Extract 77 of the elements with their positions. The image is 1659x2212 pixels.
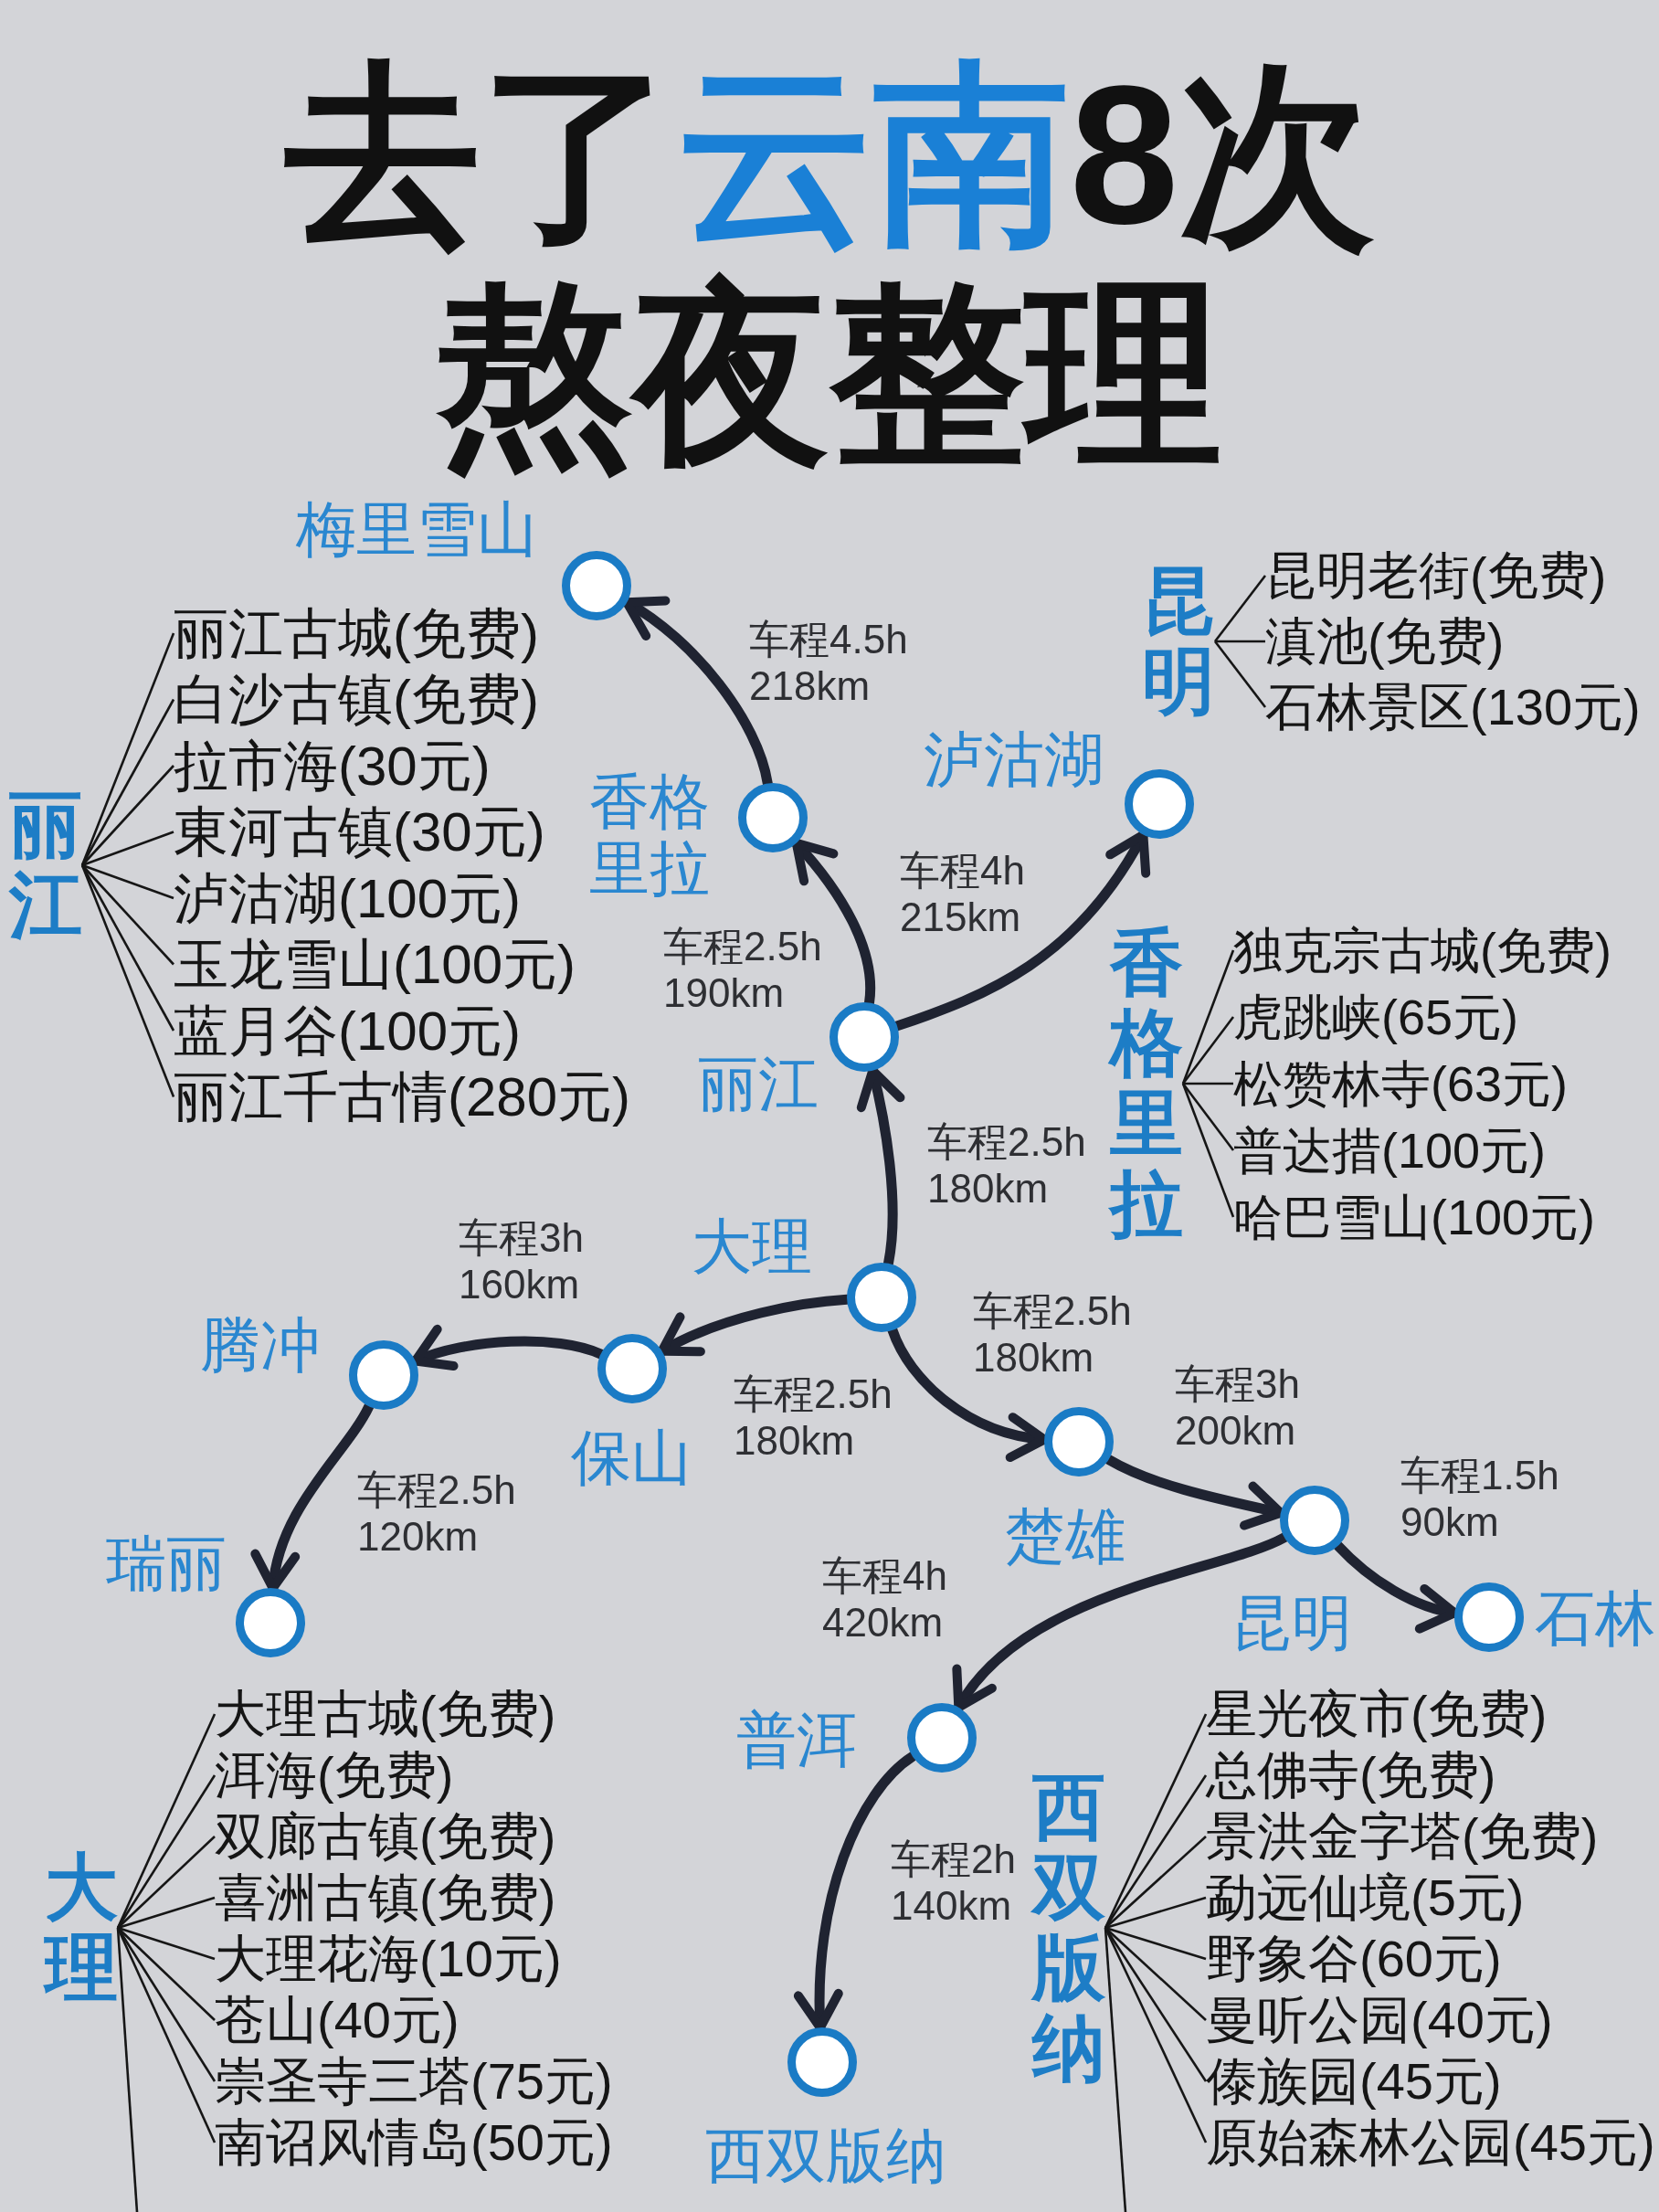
- city-heading: 西双版纳: [1032, 1767, 1105, 2089]
- place-name: 昆明: [1231, 1590, 1352, 1656]
- branch-line: [81, 864, 174, 966]
- attraction-name: 石林景区(130元): [1265, 677, 1641, 737]
- location-circle: [597, 1334, 667, 1403]
- branch-line: [1104, 1926, 1207, 1961]
- branch-line: [116, 1774, 217, 1929]
- place-name: 梅里雪山: [296, 496, 537, 563]
- attraction-name: 南诏风情岛(50元): [215, 2112, 613, 2173]
- branch-line: [1213, 575, 1267, 642]
- city-heading: 昆明: [1142, 561, 1215, 722]
- branch-line: [81, 863, 174, 900]
- attraction-name: 泸沽湖(100元): [174, 866, 522, 930]
- attraction-name: 滇池(免费): [1265, 611, 1505, 672]
- attraction-name: 玉龙雪山(100元): [174, 933, 576, 996]
- attraction-name: 原始森林公园(45元): [1206, 2112, 1655, 2173]
- place-name: 腾冲: [200, 1312, 321, 1379]
- attraction-name: 丽江千古情(280元): [174, 1065, 631, 1128]
- place-name: 香格里拉: [589, 768, 711, 902]
- branch-line: [117, 1896, 216, 1930]
- attraction-name: 東河古镇(30元): [174, 800, 545, 863]
- attraction-name: 景洪金字塔(免费): [1206, 1806, 1599, 1867]
- place-name: 石林: [1535, 1585, 1655, 1652]
- branch-line: [81, 831, 174, 867]
- branch-line: [116, 1927, 139, 2212]
- attraction-name: 双廊古镇(免费): [215, 1806, 556, 1867]
- place-name: 丽江: [698, 1051, 819, 1117]
- branch-line: [1104, 1836, 1207, 1929]
- attraction-name: 星光夜市(免费): [1206, 1684, 1548, 1744]
- attraction-name: 崇圣寺三塔(75元): [215, 2051, 613, 2111]
- branch-line: [1104, 1927, 1127, 2212]
- attraction-name: 拉市海(30元): [174, 734, 491, 798]
- attraction-name: 苍山(40元): [215, 1990, 460, 2050]
- attraction-name: 野象谷(60元): [1206, 1929, 1502, 1989]
- place-name: 大理: [692, 1213, 812, 1280]
- place-name: 保山: [571, 1424, 692, 1491]
- branch-line: [1104, 1927, 1208, 2143]
- branch-line: [117, 1926, 216, 1961]
- location-circle: [1280, 1486, 1349, 1555]
- attraction-name: 丽江古城(免费): [174, 601, 539, 665]
- attraction-name: 独克宗古城(免费): [1233, 921, 1611, 979]
- place-name: 楚雄: [1005, 1503, 1125, 1570]
- attraction-name: 洱海(免费): [215, 1745, 454, 1805]
- attraction-name: 松赞林寺(63元): [1233, 1054, 1569, 1113]
- attraction-name: 勐远仙境(5元): [1206, 1868, 1525, 1928]
- branch-line: [80, 698, 175, 866]
- city-heading: 大理: [45, 1847, 118, 2008]
- branch-line: [1104, 1896, 1207, 1930]
- attraction-name: 虎跳峡(65元): [1233, 988, 1519, 1046]
- city-heading: 香格里拉: [1110, 923, 1183, 1244]
- place-name: 泸沽湖: [924, 726, 1104, 793]
- branch-line: [116, 1927, 217, 2143]
- city-heading: 丽江: [9, 785, 82, 946]
- place-name: 普洱: [736, 1707, 857, 1773]
- attraction-name: 大理花海(10元): [215, 1929, 562, 1989]
- attraction-name: 白沙古镇(免费): [174, 668, 539, 731]
- branch-line: [1181, 1016, 1235, 1085]
- attraction-name: 普达措(100元): [1233, 1121, 1547, 1180]
- title: 去了云南8次熬夜整理: [282, 46, 1377, 484]
- branch-line: [117, 1836, 216, 1929]
- attraction-name: 蓝月谷(100元): [174, 999, 522, 1063]
- place-name: 瑞丽: [106, 1530, 227, 1597]
- branch-line: [81, 765, 174, 866]
- attraction-name: 大理古城(免费): [215, 1684, 556, 1744]
- branch-line: [1181, 1083, 1235, 1218]
- branch-line: [1213, 640, 1267, 708]
- attraction-name: 昆明老街(免费): [1265, 545, 1607, 606]
- place-name: 西双版纳: [705, 2122, 946, 2189]
- attraction-name: 曼听公园(40元): [1206, 1990, 1553, 2050]
- attraction-name: 哈巴雪山(100元): [1233, 1188, 1596, 1246]
- attraction-name: 喜洲古镇(免费): [215, 1868, 556, 1928]
- branch-line: [80, 864, 175, 1097]
- attraction-name: 总佛寺(免费): [1206, 1745, 1496, 1805]
- branch-line: [1183, 1082, 1233, 1085]
- attraction-name: 傣族园(45元): [1206, 2051, 1502, 2111]
- branch-line: [1215, 640, 1265, 643]
- branch-line: [1104, 1774, 1208, 1929]
